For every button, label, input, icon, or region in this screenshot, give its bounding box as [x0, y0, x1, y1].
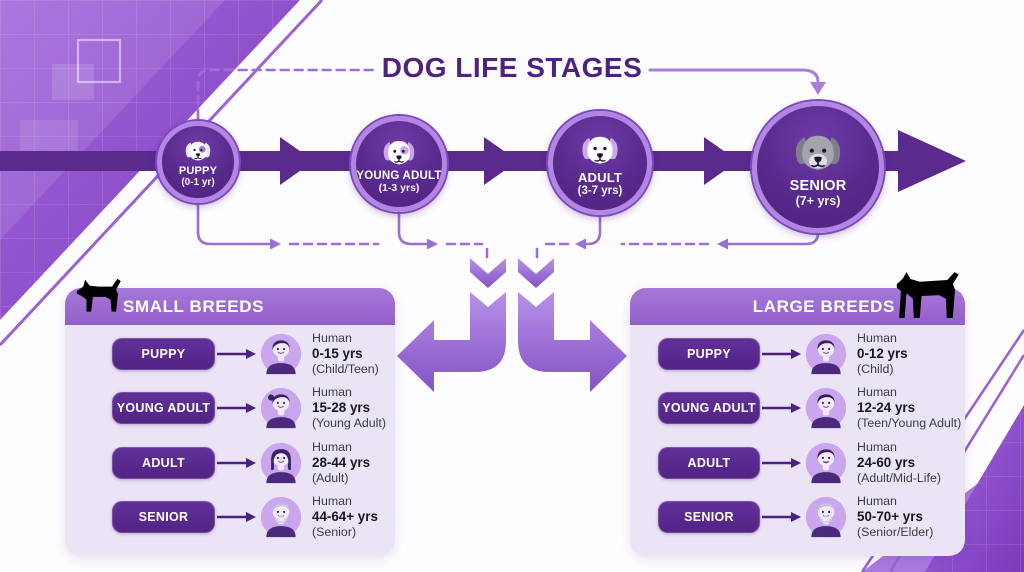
human-stage: (Young Adult)	[312, 415, 386, 430]
human-age-text: Human 15-28 yrs (Young Adult)	[312, 385, 386, 432]
teen-avatar-icon	[805, 387, 847, 429]
arrow-down-icon	[810, 82, 826, 95]
stage-name: PUPPY	[178, 164, 218, 177]
human-age-text: Human 12-24 yrs (Teen/Young Adult)	[857, 385, 961, 432]
small-breeds-panel: SMALL BREEDS PUPPY Human 0-15 yrs (Child…	[65, 278, 395, 556]
human-label: Human	[312, 384, 352, 399]
human-age-text: Human 50-70+ yrs (Senior/Elder)	[857, 494, 933, 541]
stage-pill: PUPPY	[658, 338, 760, 370]
large-breeds-row-puppy: PUPPY Human 0-12 yrs (Child)	[630, 327, 965, 381]
split-arrow-left-icon	[397, 258, 506, 392]
timeline-stage-young-adult: YOUNG ADULT (1-3 yrs)	[351, 116, 447, 212]
stage-age-range: (0-1 yr)	[181, 176, 215, 188]
human-years: 0-15 yrs	[312, 346, 363, 362]
large-breeds-row-senior: SENIOR Human 50-70+ yrs (Senior/Elder)	[630, 490, 965, 544]
puppy-dog-face-icon	[185, 141, 211, 160]
human-years: 12-24 yrs	[857, 400, 916, 416]
stage-drop-connectors	[196, 201, 820, 259]
adult-dog-face-icon	[582, 136, 618, 164]
stage-name: YOUNG ADULT	[356, 169, 442, 182]
human-label: Human	[857, 439, 897, 454]
stage-name: ADULT	[577, 169, 623, 185]
stage-age-range: (3-7 yrs)	[577, 184, 623, 197]
stage-pill: SENIOR	[112, 501, 215, 533]
human-label: Human	[857, 493, 897, 508]
human-age-text: Human 0-15 yrs (Child/Teen)	[312, 331, 379, 378]
stage-age-range: (1-3 yrs)	[378, 181, 420, 194]
stage-age-range: (7+ yrs)	[795, 193, 841, 208]
human-stage: (Teen/Young Adult)	[857, 415, 962, 430]
corner-decoration-top-left	[0, 0, 300, 320]
page-title: DOG LIFE STAGES	[381, 52, 643, 83]
human-years: 28-44 yrs	[312, 455, 371, 471]
child-avatar-icon	[260, 333, 302, 375]
large-dog-silhouette-icon	[896, 272, 959, 318]
human-label: Human	[312, 493, 352, 508]
human-stage: (Adult)	[312, 470, 349, 485]
human-years: 44-64+ yrs	[312, 509, 378, 525]
human-years: 0-12 yrs	[857, 346, 908, 362]
human-age-text: Human 44-64+ yrs (Senior)	[312, 494, 378, 541]
human-stage: (Child)	[857, 361, 894, 376]
timeline-stage-adult: ADULT (3-7 yrs)	[548, 111, 652, 215]
child-avatar-icon	[805, 333, 847, 375]
arrow-right-icon	[762, 403, 801, 413]
arrow-right-icon	[217, 403, 256, 413]
human-stage: (Adult/Mid-Life)	[857, 470, 942, 485]
human-years: 50-70+ yrs	[857, 509, 923, 525]
arrow-right-icon	[762, 349, 801, 359]
human-age-text: Human 28-44 yrs (Adult)	[312, 440, 370, 487]
small-dog-silhouette-icon	[76, 278, 121, 312]
timeline-stage-puppy: PUPPY (0-1 yr)	[157, 121, 239, 203]
human-years: 24-60 yrs	[857, 455, 916, 471]
stage-name: SENIOR	[789, 177, 847, 194]
arrow-right-icon	[762, 458, 801, 468]
adult-woman-avatar-icon	[260, 442, 302, 484]
senior-dog-face-icon	[795, 135, 841, 170]
human-label: Human	[312, 330, 352, 345]
stage-pill: YOUNG ADULT	[112, 392, 215, 424]
human-label: Human	[857, 384, 897, 399]
human-stage: (Child/Teen)	[312, 361, 379, 376]
arrow-right-icon	[217, 349, 256, 359]
small-breeds-row-puppy: PUPPY Human 0-15 yrs (Child/Teen)	[65, 327, 395, 381]
split-arrow-right-icon	[518, 258, 627, 392]
human-label: Human	[312, 439, 352, 454]
young-adult-dog-face-icon	[383, 140, 415, 164]
timeline-stage-senior: SENIOR (7+ yrs)	[752, 101, 884, 233]
large-breeds-row-adult: ADULT Human 24-60 yrs (Adult/Mid-Life)	[630, 436, 965, 490]
small-breeds-row-senior: SENIOR Human 44-64+ yrs (Senior)	[65, 490, 395, 544]
human-age-text: Human 24-60 yrs (Adult/Mid-Life)	[857, 440, 941, 487]
human-label: Human	[857, 330, 897, 345]
small-breeds-row-young-adult: YOUNG ADULT Human 15-28 yrs (Young Adult…	[65, 381, 395, 435]
large-breeds-row-young-adult: YOUNG ADULT Human 12-24 yrs (Teen/Young …	[630, 381, 965, 435]
human-stage: (Senior)	[312, 524, 357, 539]
stage-pill: SENIOR	[658, 501, 760, 533]
adult-man-avatar-icon	[805, 442, 847, 484]
title-solid-connector	[648, 68, 820, 84]
small-breeds-row-adult: ADULT Human 28-44 yrs (Adult)	[65, 436, 395, 490]
human-age-text: Human 0-12 yrs (Child)	[857, 331, 908, 378]
stage-pill: YOUNG ADULT	[658, 392, 760, 424]
young-woman-avatar-icon	[260, 387, 302, 429]
human-years: 15-28 yrs	[312, 400, 371, 416]
human-stage: (Senior/Elder)	[857, 524, 934, 539]
arrow-right-icon	[762, 512, 801, 522]
arrow-right-icon	[217, 512, 256, 522]
stage-pill: PUPPY	[112, 338, 215, 370]
large-breeds-header: LARGE BREEDS	[630, 288, 965, 325]
title-dashed-connector	[196, 68, 376, 120]
stage-pill: ADULT	[658, 447, 760, 479]
large-breeds-panel: LARGE BREEDS PUPPY Human 0-12 yrs (Child…	[630, 272, 965, 556]
stage-pill: ADULT	[112, 447, 215, 479]
senior-man-avatar-icon	[260, 496, 302, 538]
elder-man-avatar-icon	[805, 496, 847, 538]
arrow-right-icon	[217, 458, 256, 468]
